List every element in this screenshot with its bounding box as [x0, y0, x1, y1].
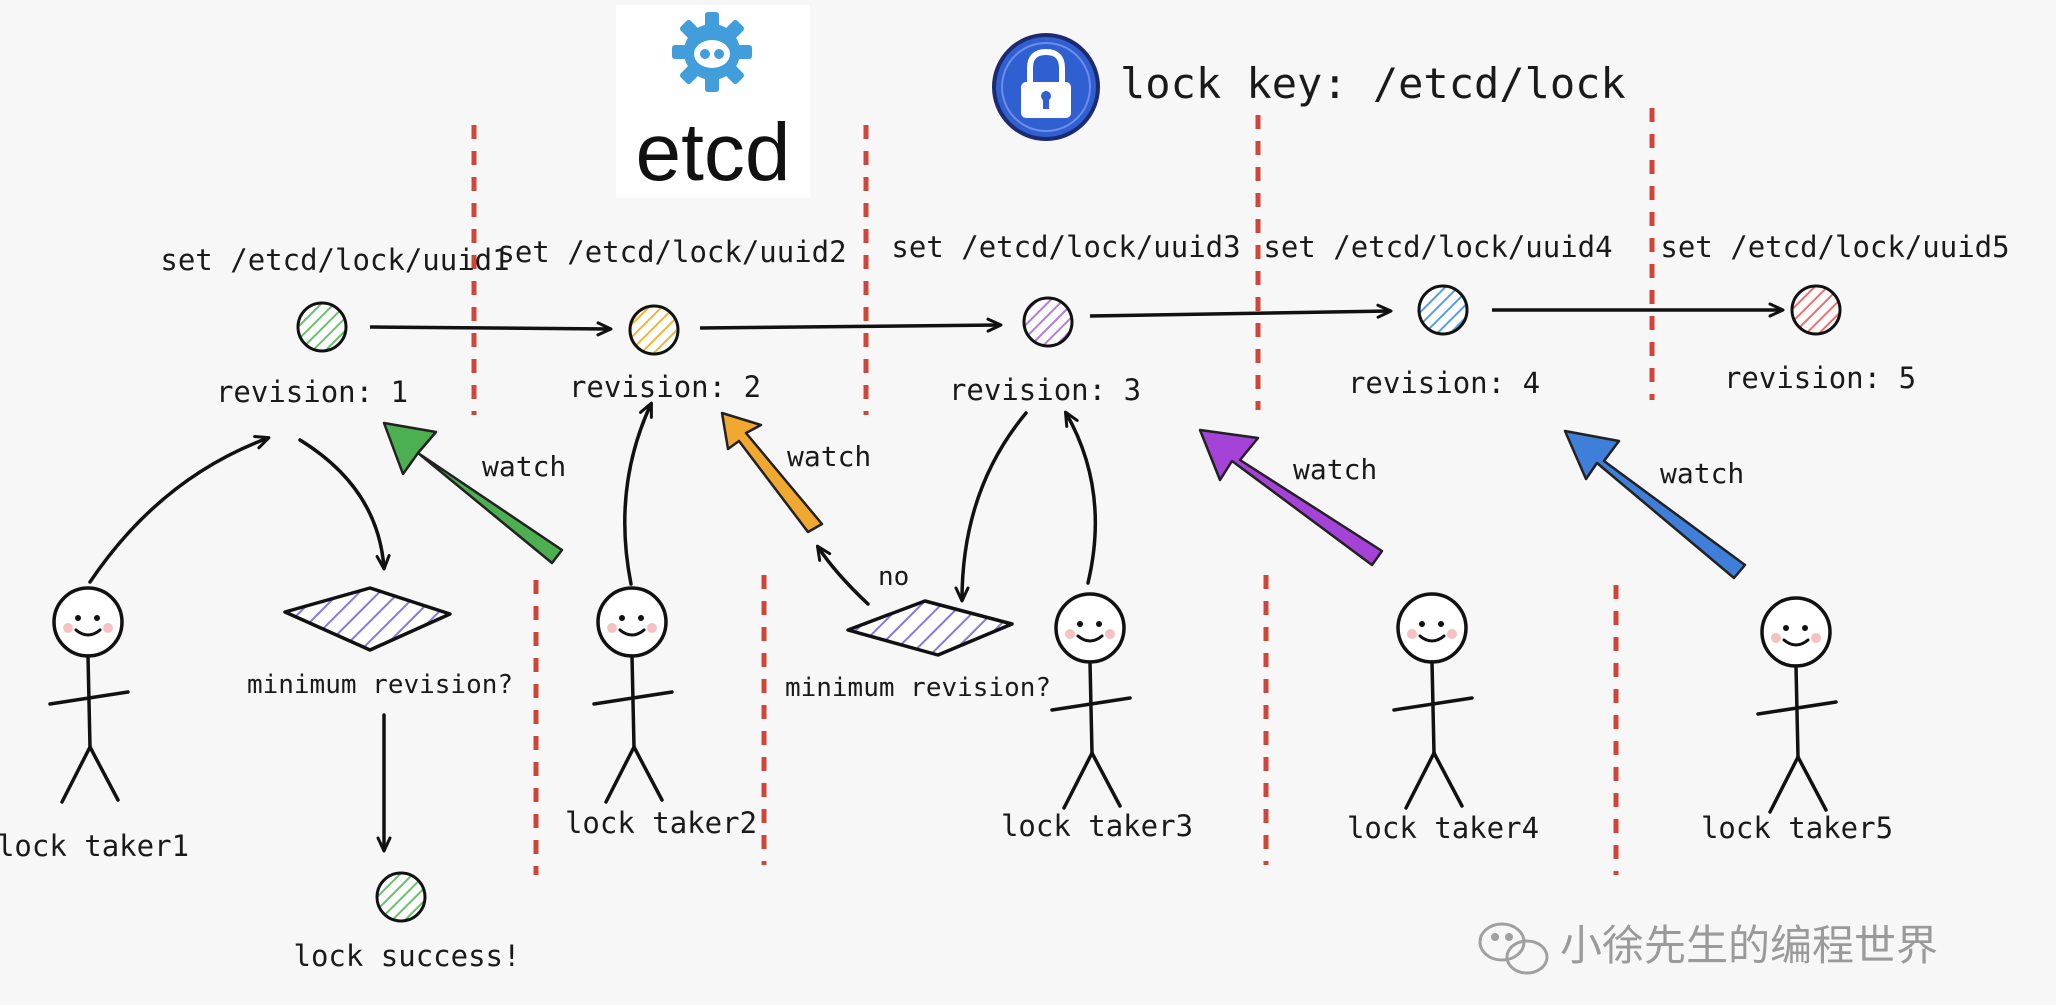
stick-figure-3 [1050, 592, 1132, 810]
set-key-label: set /etcd/lock/uuid1 [160, 243, 509, 277]
success-node [375, 871, 427, 923]
watch-label: watch [482, 450, 566, 483]
key-node-5: set /etcd/lock/uuid5 revision: 5 [1660, 230, 2009, 395]
revision-node [1417, 284, 1469, 336]
success-label: lock success! [294, 939, 521, 973]
lock-key-label: lock key: /etcd/lock [1120, 59, 1626, 108]
chain-arrow-3-4 [1089, 303, 1393, 319]
stick-figures [48, 586, 1838, 814]
watch-arrow-3: watch [1198, 428, 1384, 567]
revision-label: revision: 1 [216, 375, 408, 409]
decision-diamond [846, 599, 1014, 657]
stick-figure-4 [1392, 592, 1474, 810]
decision-no-arrow [815, 544, 870, 606]
watch-arrow-2: watch [720, 411, 871, 534]
taker-label-4: lock taker4 [1347, 811, 1539, 845]
decision-label: minimum revision? [785, 673, 1051, 703]
set-key-label: set /etcd/lock/uuid4 [1263, 230, 1612, 264]
revision3-to-decision-arrow [954, 411, 1028, 603]
taker-label-5: lock taker5 [1701, 811, 1893, 845]
revision-node [1790, 284, 1842, 336]
key-node-2: set /etcd/lock/uuid2 revision: 2 [497, 235, 846, 404]
set-key-label: set /etcd/lock/uuid2 [497, 235, 846, 269]
chain-arrow-2-3 [699, 317, 1003, 333]
watermark-text: 小徐先生的编程世界 [1560, 921, 1938, 970]
etcd-gear-icon [672, 12, 752, 92]
watch-label: watch [787, 440, 871, 473]
taker-label-2: lock taker2 [565, 806, 757, 840]
taker2-to-revision2-arrow [623, 401, 653, 586]
revision-chain-arrows [369, 302, 1785, 337]
watch-label: watch [1293, 453, 1377, 486]
padlock-icon [992, 33, 1100, 141]
revision-node [1022, 296, 1074, 348]
taker1-to-revision1-arrow [88, 435, 271, 584]
watch-arrow-4: watch [1563, 429, 1747, 580]
taker-label-1: lock taker1 [0, 829, 189, 863]
revision-node [628, 304, 680, 356]
set-key-label: set /etcd/lock/uuid3 [891, 230, 1240, 264]
taker-label-3: lock taker3 [1001, 809, 1193, 843]
etcd-logo: etcd [616, 5, 810, 198]
decision-2: minimum revision? [785, 599, 1051, 703]
decision-1: minimum revision? [247, 586, 513, 700]
set-key-label: set /etcd/lock/uuid5 [1660, 230, 2009, 264]
watch-label: watch [1660, 457, 1744, 490]
watch-arrows: watch watch watch watch [382, 411, 1747, 580]
key-node-1: set /etcd/lock/uuid1 revision: 1 [160, 243, 509, 409]
key-node-4: set /etcd/lock/uuid4 revision: 4 [1263, 230, 1612, 400]
flow-arrows [88, 401, 1098, 853]
taker-labels: lock taker1 lock taker2 lock taker3 lock… [0, 806, 1893, 863]
stick-figure-1 [48, 586, 130, 804]
wechat-icon [1478, 922, 1549, 975]
no-label: no [878, 562, 909, 592]
revision-label: revision: 4 [1348, 366, 1540, 400]
dividers [471, 108, 1655, 875]
decision-diamond [283, 586, 452, 652]
decision-label: minimum revision? [247, 670, 513, 700]
taker3-to-revision3-arrow [1064, 410, 1098, 585]
etcd-logo-text: etcd [636, 107, 791, 198]
revision-label: revision: 2 [569, 370, 761, 404]
stick-figure-2 [592, 586, 674, 804]
revision-label: revision: 3 [949, 373, 1141, 407]
lock-key-header: lock key: /etcd/lock [992, 33, 1626, 141]
watermark: 小徐先生的编程世界 [1478, 921, 1938, 975]
stick-figure-5 [1756, 596, 1838, 814]
watch-arrow-1: watch [382, 421, 566, 565]
lock-success: lock success! [294, 871, 521, 973]
revision1-to-decision-arrow [298, 438, 391, 571]
revision-label: revision: 5 [1724, 361, 1916, 395]
revision-node [296, 301, 348, 353]
key-node-3: set /etcd/lock/uuid3 revision: 3 [891, 230, 1240, 407]
chain-arrow-1-2 [369, 321, 613, 337]
